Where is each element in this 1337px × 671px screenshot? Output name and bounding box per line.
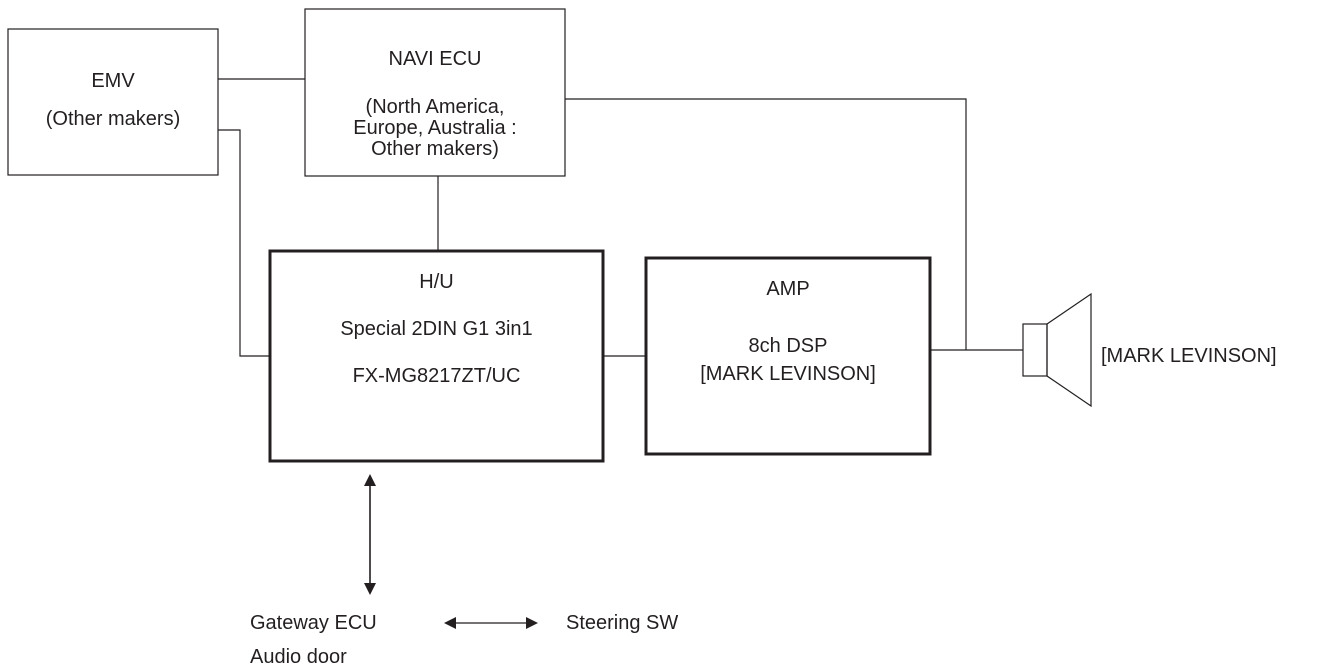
navi-speaker-connector [565, 98, 967, 350]
emv-headunit-connector [218, 129, 270, 357]
steering-sw-label: Steering SW [566, 612, 679, 634]
emv-box [7, 28, 219, 176]
navi-ecu-region-line: (North America, [365, 96, 505, 118]
navi-ecu-box [304, 8, 566, 177]
amp-channels: 8ch DSP [748, 335, 828, 357]
navi-ecu-title: NAVI ECU [388, 48, 482, 70]
audio-door-label: Audio door [250, 646, 347, 668]
speaker-label: [MARK LEVINSON] [1101, 345, 1277, 367]
emv-title: EMV [91, 70, 135, 92]
amp-title: AMP [766, 278, 810, 300]
head-unit-part-number: FX-MG8217ZT/UC [352, 365, 521, 387]
gateway-ecu-label: Gateway ECU [250, 612, 377, 634]
speaker-icon [1022, 292, 1092, 408]
emv-subtitle: (Other makers) [45, 108, 181, 130]
navi-ecu-region-line: Other makers) [371, 138, 499, 160]
head-unit-model: Special 2DIN G1 3in1 [340, 318, 533, 340]
navi-ecu-region-line: Europe, Australia : [353, 117, 517, 139]
amp-brand: [MARK LEVINSON] [700, 363, 876, 385]
head-unit-title: H/U [419, 271, 454, 293]
